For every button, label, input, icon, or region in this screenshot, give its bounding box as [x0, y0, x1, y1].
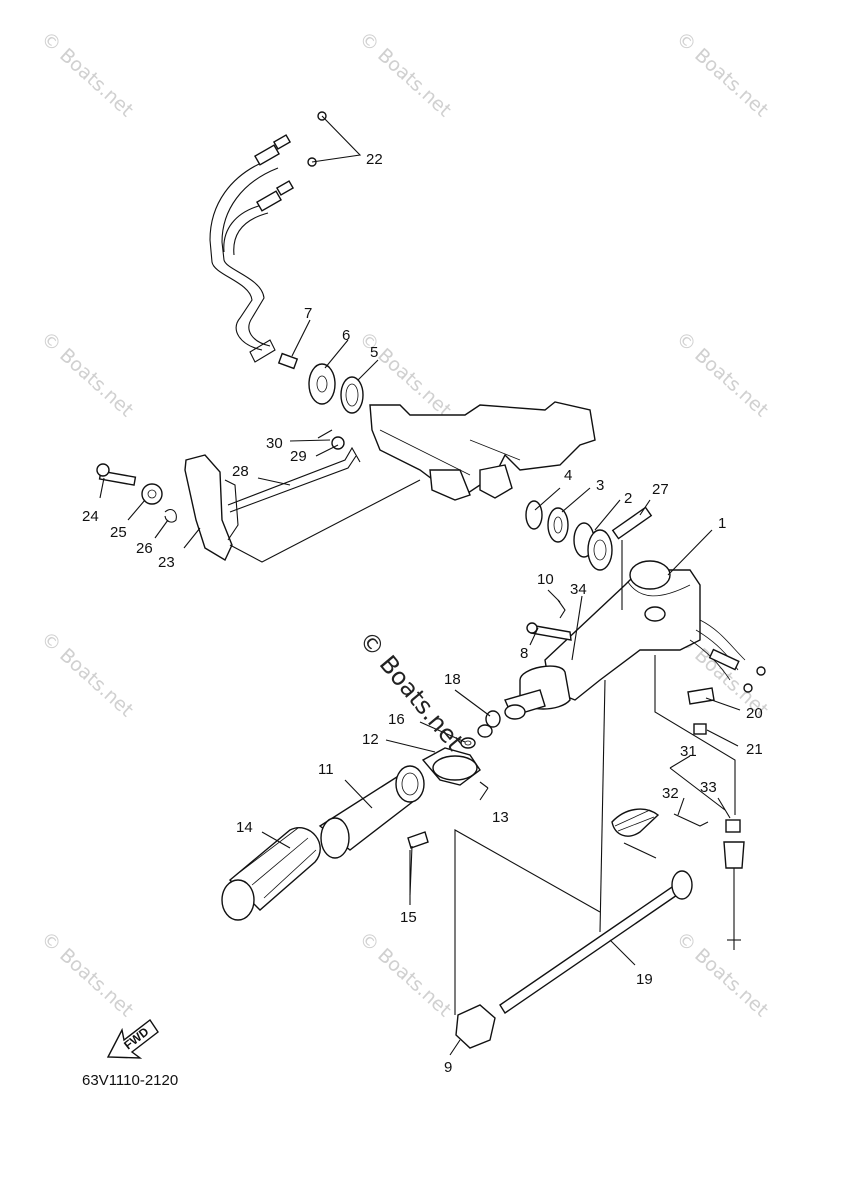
throttle-cables [209, 111, 327, 363]
callout-12: 12 [362, 731, 379, 748]
upper-bracket [277, 352, 596, 501]
watermark: © Boats.net [355, 27, 456, 121]
small-hardware [460, 599, 572, 749]
fwd-arrow: FWD [106, 1018, 159, 1059]
link-rod-lever [96, 429, 361, 561]
callout-29: 29 [290, 448, 307, 465]
watermark: © Boats.net [37, 27, 138, 121]
callout-19: 19 [636, 971, 653, 988]
callout-22: 22 [366, 151, 383, 168]
watermark: © Boats.net [37, 627, 138, 721]
callout-14: 14 [236, 819, 253, 836]
watermark: © Boats.net [37, 927, 138, 1021]
callout-23: 23 [158, 554, 175, 571]
callout-3: 3 [596, 477, 604, 494]
leader-lines [99, 115, 741, 1056]
callout-26: 26 [136, 540, 153, 557]
callout-10: 10 [537, 571, 554, 588]
tiller-handle [221, 747, 489, 921]
watermark-layer: © Boats.net © Boats.net © Boats.net © Bo… [37, 27, 773, 1021]
watermark: © Boats.net [672, 327, 773, 421]
callout-8: 8 [520, 645, 528, 662]
callout-labels: 1 2 3 4 5 6 7 8 9 10 11 12 13 14 15 16 1… [82, 151, 763, 1076]
callout-15: 15 [400, 909, 417, 926]
callout-13: 13 [492, 809, 509, 826]
callout-7: 7 [304, 305, 312, 322]
watermark: © Boats.net [672, 927, 773, 1021]
callout-2: 2 [624, 490, 632, 507]
steering-arm [504, 560, 766, 720]
callout-31: 31 [680, 743, 697, 760]
callout-21: 21 [746, 741, 763, 758]
lower-assembly [455, 687, 745, 1049]
callout-5: 5 [370, 344, 378, 361]
callout-30: 30 [266, 435, 283, 452]
watermark: © Boats.net [672, 27, 773, 121]
callout-28: 28 [232, 463, 249, 480]
callout-16: 16 [388, 711, 405, 728]
callout-4: 4 [564, 467, 572, 484]
callout-20: 20 [746, 705, 763, 722]
callout-11: 11 [318, 761, 334, 778]
washers [525, 500, 653, 571]
callout-25: 25 [110, 524, 127, 541]
callout-6: 6 [342, 327, 350, 344]
callout-32: 32 [662, 785, 679, 802]
watermark: © Boats.net [355, 927, 456, 1021]
callout-24: 24 [82, 508, 99, 525]
figure-code: 63V1110-2120 [82, 1072, 178, 1089]
callout-1: 1 [718, 515, 726, 532]
callout-18: 18 [444, 671, 461, 688]
callout-33: 33 [700, 779, 717, 796]
watermark: © Boats.net [37, 327, 138, 421]
callout-9: 9 [444, 1059, 452, 1076]
callout-27: 27 [652, 481, 669, 498]
callout-34: 34 [570, 581, 587, 598]
